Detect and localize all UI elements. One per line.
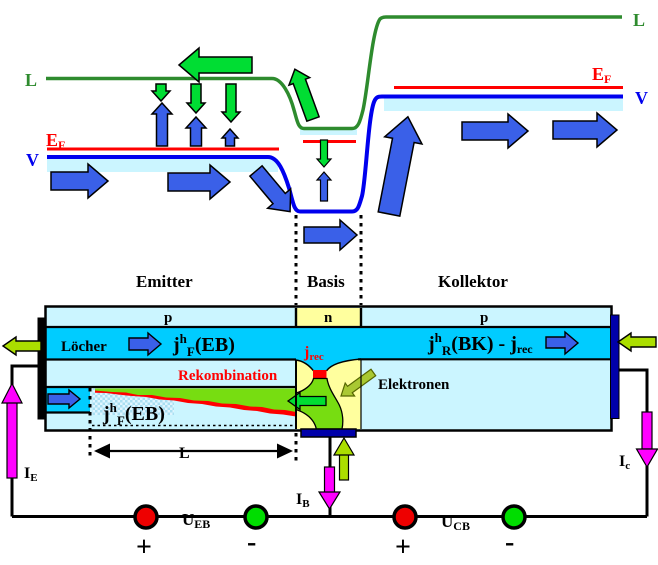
hole-generation-arrow-2 xyxy=(184,115,208,147)
electron-injection-arrow xyxy=(286,391,327,411)
hole-flow-arrow-eb-junction xyxy=(248,164,292,213)
valence-band-curve xyxy=(47,94,623,214)
electron-supply-arrow-shaft xyxy=(338,452,350,481)
hole-flow-arrow-bc-junction xyxy=(377,115,424,217)
electron-supply-arrow-head xyxy=(332,436,356,456)
hole-current-arrow-emitter xyxy=(128,331,163,357)
funnel-edge-right xyxy=(325,358,362,372)
hole-current-eb-label: jhF(EB) xyxy=(172,331,235,359)
holes-label: Löcher xyxy=(61,339,107,355)
voltage-eb-label: UEB xyxy=(182,510,210,531)
emitter-current-arrow-shaft xyxy=(6,400,18,479)
hole-current-eb-label-2: jhF(EB) xyxy=(102,400,165,428)
diffusion-length-label: L xyxy=(179,445,190,462)
kollektor-current-label: Ic xyxy=(619,453,630,472)
hole-current-bk-label: jhR(BK) -jrec xyxy=(427,330,533,358)
polarity-plus-cb: + xyxy=(395,532,411,560)
valence-band-label-left: V xyxy=(26,150,39,170)
elektronen-pointer-arrow xyxy=(340,368,377,397)
electron-capture-arrow-3 xyxy=(220,83,242,124)
recombination-label: Rekombination xyxy=(178,368,278,384)
hole-flow-arrow-emitter-1 xyxy=(50,162,110,200)
device-cross-section: p n p Löcher jhF(EB) jrec jhR(BK) -jrec … xyxy=(1,305,657,438)
kollektor-doping-label: p xyxy=(480,310,488,326)
terminal-ucb-plus xyxy=(392,504,418,530)
electrons-label: Elektronen xyxy=(378,377,450,393)
electron-injection-slope-arrow xyxy=(287,68,321,123)
polarity-minus-eb: - xyxy=(247,527,256,558)
external-circuit: L IE IB Ic UEB UCB + - + - xyxy=(1,364,658,563)
hole-generation-arrow-1 xyxy=(150,101,174,147)
basis-current-arrow-head xyxy=(317,491,342,511)
conduction-band-curve xyxy=(46,15,622,131)
electron-capture-arrow-1 xyxy=(150,83,172,103)
electron-capture-arrow-2 xyxy=(185,83,207,115)
recombination-current-label: jrec xyxy=(303,344,324,363)
emitter-contact xyxy=(37,317,47,420)
hole-flow-arrow-kollektor-1 xyxy=(461,112,530,150)
emitter-current-label: IE xyxy=(24,465,38,484)
kollektor-contact xyxy=(610,314,620,419)
emitter-doping-label: p xyxy=(164,310,172,326)
basis-title: Basis xyxy=(307,272,345,291)
conduction-band-label-right: L xyxy=(633,10,645,30)
basis-current-arrow-shaft xyxy=(323,466,336,494)
valence-holes-strip-left xyxy=(47,159,278,172)
region-titles: Emitter Basis Kollektor xyxy=(136,272,508,291)
hole-current-arrow-kollektor xyxy=(545,330,580,356)
hole-flow-arrow-kollektor-2 xyxy=(552,111,619,149)
fermi-level-label-left: EF xyxy=(46,130,65,152)
band-diagram: L EF V L EF V xyxy=(25,10,648,305)
valence-holes-strip-right xyxy=(384,98,623,111)
kollektor-current-arrow-head xyxy=(635,448,658,469)
polarity-plus-eb: + xyxy=(136,532,152,560)
recombination-electron-arrow-basis xyxy=(315,139,333,168)
hole-generation-arrow-3 xyxy=(220,127,240,147)
basis-doping-label: n xyxy=(324,310,333,326)
kollektor-title: Kollektor xyxy=(438,272,508,291)
external-current-arrow-right xyxy=(616,331,657,353)
recombination-hole-arrow-basis xyxy=(315,171,333,202)
terminal-ueb-minus xyxy=(243,504,269,530)
voltage-cb-label: UCB xyxy=(441,512,470,533)
electron-flow-left-arrow xyxy=(177,46,253,84)
recombination-wavy-band xyxy=(95,390,296,417)
hole-diffusion-arrow xyxy=(47,388,82,410)
valence-band-label-right: V xyxy=(635,88,648,108)
conduction-band-label-left: L xyxy=(25,70,37,90)
conduction-electrons-strip-basis xyxy=(300,128,357,135)
terminal-ucb-minus xyxy=(501,504,527,530)
external-current-arrow-left xyxy=(1,335,42,357)
funnel-edge-left xyxy=(295,359,315,372)
hole-current-funnel xyxy=(296,359,361,371)
length-arrowhead-left xyxy=(94,443,110,459)
basis-contact xyxy=(300,428,357,438)
recombination-junction xyxy=(313,370,327,379)
kollektor-current-arrow-shaft xyxy=(641,411,653,450)
fermi-level-label-right: EF xyxy=(592,64,611,86)
basis-current-label: IB xyxy=(296,491,310,510)
hole-flow-arrow-emitter-2 xyxy=(167,163,232,201)
emitter-current-arrow-head xyxy=(1,382,23,404)
length-arrowhead-right xyxy=(277,443,293,459)
emitter-title: Emitter xyxy=(136,272,193,291)
terminal-ueb-plus xyxy=(133,504,159,530)
polarity-minus-cb: - xyxy=(505,527,514,558)
hole-flow-arrow-basis xyxy=(303,218,359,252)
